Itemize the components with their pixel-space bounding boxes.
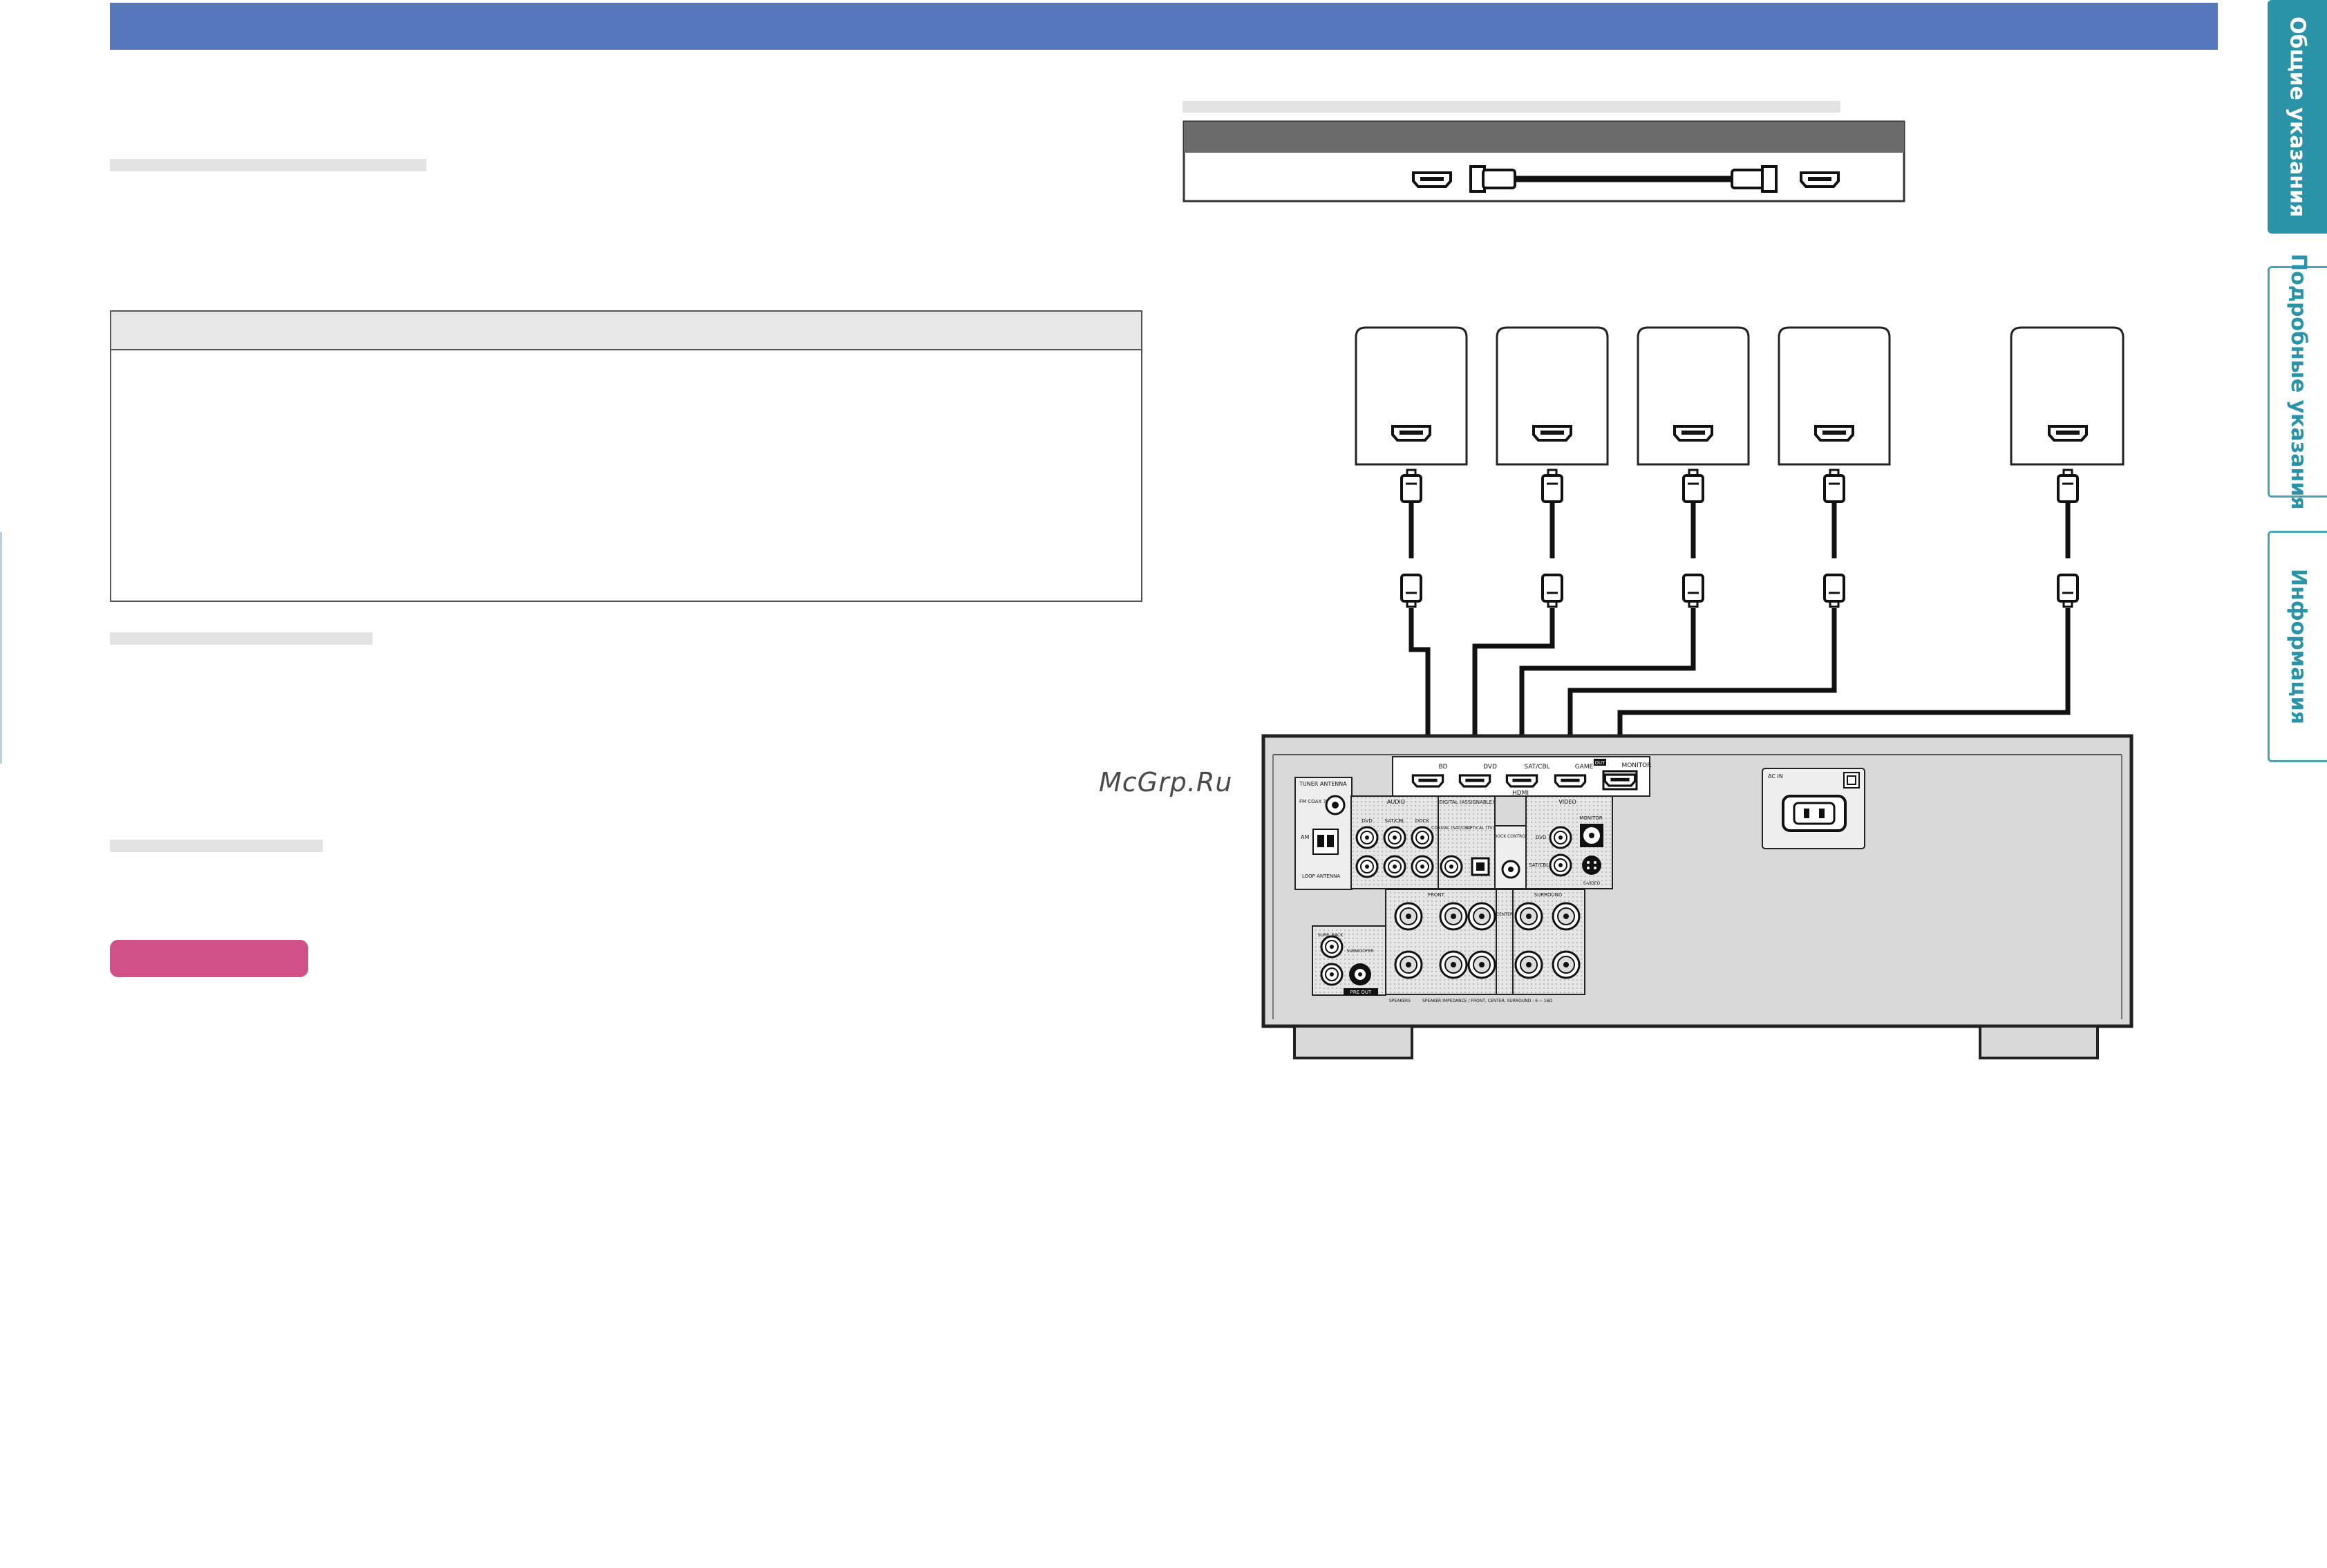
audio-column-label: DVD <box>1362 818 1372 824</box>
monitor-out-label: MONITOR <box>1579 815 1603 821</box>
hdmi-port-icon <box>1814 425 1854 442</box>
video-row-label: DVD <box>1536 835 1546 840</box>
hdmi-plug <box>1682 469 1704 503</box>
hdmi-plug <box>2057 574 2079 608</box>
tab-detailed-instructions[interactable]: Подробные указания <box>2268 254 2327 510</box>
tab-general-instructions[interactable]: Общие указания <box>2268 0 2327 234</box>
hdmi-input-dvd: DVD <box>1483 764 1497 771</box>
loop-antenna-label: LOOP ANTENNA <box>1302 873 1340 879</box>
fm-coax-label: FM COAX 75 Ω <box>1299 799 1335 804</box>
hdmi-plug <box>2057 469 2079 503</box>
hdmi-plug <box>1400 574 1422 608</box>
hdmi-plug <box>1400 469 1422 503</box>
hdmi-input-bd: BD <box>1438 764 1447 771</box>
speaker-center-label: CENTER <box>1496 912 1513 917</box>
display-device <box>2010 326 2125 466</box>
audio-input-block: AUDIO DVD SAT/CBL DOCK <box>1350 795 1439 889</box>
hdmi-connector-block: HDMI BD DVD SAT/CBL GAME MONITOR OUT <box>1392 756 1652 797</box>
coaxial-label: COAXIAL (SAT/CBL) <box>1431 826 1471 831</box>
optical-label: OPTICAL (TV) <box>1467 826 1494 831</box>
hdmi-out-badge: OUT <box>1595 760 1606 766</box>
hdmi-input-sat-cbl: SAT/CBL <box>1524 764 1549 771</box>
pre-out-label: PRE OUT <box>1350 990 1372 995</box>
speaker-terminal-block: FRONT CENTER SURROUND SPEAKERS SPEAKER I… <box>1385 889 1585 1003</box>
hdmi-cable-icon <box>1469 165 1778 193</box>
digital-label: DIGITAL (ASSIGNABLE) <box>1439 800 1494 805</box>
note-box-header <box>111 312 1141 350</box>
audio-column-label: SAT/CBL <box>1384 818 1404 824</box>
hdmi-label: HDMI <box>1512 790 1529 797</box>
tab-label: Общие указания <box>2285 16 2310 218</box>
source-device-2 <box>1496 326 1609 466</box>
dock-control-label: DOCK CONTROL <box>1494 834 1528 839</box>
source-device-1 <box>1355 326 1468 466</box>
note-box <box>110 310 1142 602</box>
speaker-surround-label: SURROUND <box>1534 892 1563 898</box>
source-device-4 <box>1778 326 1891 466</box>
hdmi-port-icon <box>1532 425 1572 442</box>
dock-control-block: DOCK CONTROL <box>1494 825 1528 889</box>
hdmi-plug <box>1823 574 1845 608</box>
pre-out-block: SURR. BACK SUBWOOFER PRE OUT <box>1312 925 1386 996</box>
source-device-3 <box>1637 326 1750 466</box>
hdmi-input-game: GAME <box>1575 764 1594 771</box>
subwoofer-label: SUBWOOFER <box>1347 949 1374 954</box>
hdmi-monitor-label: MONITOR <box>1621 762 1651 769</box>
tab-label: Информация <box>2286 569 2310 724</box>
hdmi-port-icon <box>1800 171 1840 188</box>
video-label: VIDEO <box>1558 799 1576 805</box>
av-receiver-rear-panel: HDMI BD DVD SAT/CBL GAME MONITOR OUT TUN… <box>1261 734 2133 1059</box>
tab-information[interactable]: Информация <box>2268 531 2327 762</box>
watermark-text: McGrp.Ru <box>1099 767 1233 797</box>
tuner-antenna-block: TUNER ANTENNA FM COAX 75 Ω AM LOOP ANTEN… <box>1294 777 1353 890</box>
speakers-label: SPEAKERS <box>1389 999 1411 1003</box>
digital-input-block: DIGITAL (ASSIGNABLE) COAXIAL (SAT/CBL) O… <box>1431 795 1496 889</box>
hdmi-plug <box>1541 469 1563 503</box>
hdmi-port-icon <box>1673 425 1713 442</box>
audio-label: AUDIO <box>1387 799 1405 805</box>
section-heading-placeholder <box>110 159 426 171</box>
tab-label: Подробные указания <box>2286 254 2310 510</box>
section-heading-placeholder <box>110 840 323 852</box>
hdmi-plug <box>1682 574 1704 608</box>
speaker-front-label: FRONT <box>1428 892 1445 898</box>
cable-legend <box>1183 101 1905 202</box>
am-label: AM <box>1301 834 1309 840</box>
hdmi-port-icon <box>1412 171 1452 188</box>
hdmi-plug <box>1823 469 1845 503</box>
hdmi-port-icon <box>2048 425 2088 442</box>
impedance-note: SPEAKER IMPEDANCE / FRONT, CENTER, SURRO… <box>1422 999 1553 1003</box>
page-edge-rule <box>0 532 2 764</box>
hdmi-port-icon <box>1391 425 1431 442</box>
reference-link-button[interactable] <box>110 940 308 977</box>
header-bar <box>110 3 2218 50</box>
video-block: VIDEO DVD SAT/CBL MONITOR S-VIDEO <box>1525 795 1613 889</box>
tuner-antenna-label: TUNER ANTENNA <box>1299 781 1347 787</box>
audio-column-label: DOCK <box>1415 818 1430 824</box>
section-heading-placeholder <box>110 632 373 645</box>
video-row-label: SAT/CBL <box>1529 862 1549 868</box>
surr-back-label: SURR. BACK <box>1318 933 1344 938</box>
ac-in-label: AC IN <box>1768 773 1783 780</box>
s-video-label: S-VIDEO <box>1583 881 1601 886</box>
ac-inlet-block: AC IN <box>1762 768 1865 849</box>
hdmi-plug <box>1541 574 1563 608</box>
